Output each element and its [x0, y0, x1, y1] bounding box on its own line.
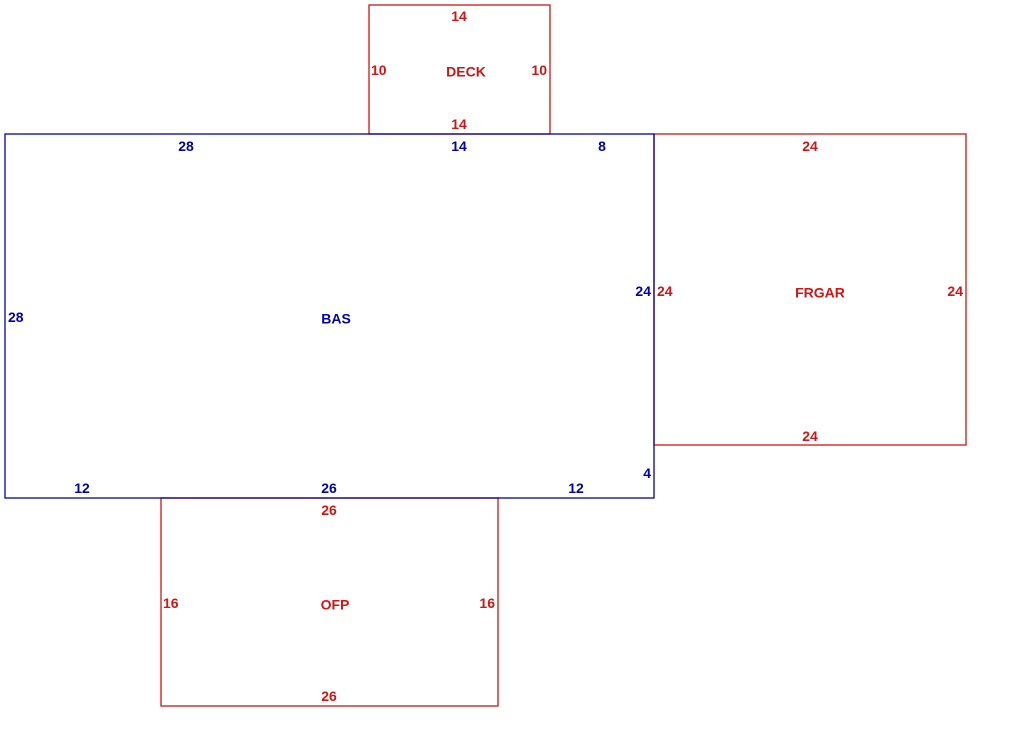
bas-outline	[4, 133, 655, 499]
bas-dim-top-left: 28	[178, 138, 194, 154]
frgar-dim-left: 24	[657, 283, 673, 299]
deck-dim-bottom: 14	[451, 116, 467, 132]
deck-dim-right: 10	[531, 62, 547, 78]
bas-dim-bottom-left: 12	[74, 480, 90, 496]
frgar-dim-top: 24	[802, 138, 818, 154]
bas-dim-left: 28	[8, 309, 24, 325]
bas-dim-top-mid: 14	[451, 138, 467, 154]
bas-dim-bottom-right: 12	[568, 480, 584, 496]
deck-dim-left: 10	[371, 62, 387, 78]
frgar-area: 24 24 24 24 FRGAR	[653, 133, 967, 446]
ofp-area: 26 16 16 26 OFP	[160, 497, 499, 707]
ofp-dim-bottom: 26	[321, 688, 337, 704]
frgar-dim-bottom: 24	[802, 428, 818, 444]
ofp-dim-left: 16	[163, 595, 179, 611]
bas-dim-top-right: 8	[598, 138, 606, 154]
frgar-label: FRGAR	[795, 285, 845, 301]
bas-dim-notch: 4	[643, 465, 651, 481]
ofp-label: OFP	[321, 597, 350, 613]
bas-dim-bottom-mid: 26	[321, 480, 337, 496]
bas-area: 28 14 8 28 24 4 12 26 12 BAS	[4, 133, 655, 499]
ofp-dim-right: 16	[479, 595, 495, 611]
deck-area: 14 10 10 14 DECK	[368, 4, 551, 135]
bas-label: BAS	[321, 311, 351, 327]
frgar-dim-right: 24	[947, 283, 963, 299]
ofp-dim-top: 26	[321, 502, 337, 518]
bas-dim-right: 24	[635, 283, 651, 299]
deck-label: DECK	[446, 64, 486, 80]
deck-dim-top: 14	[451, 8, 467, 24]
